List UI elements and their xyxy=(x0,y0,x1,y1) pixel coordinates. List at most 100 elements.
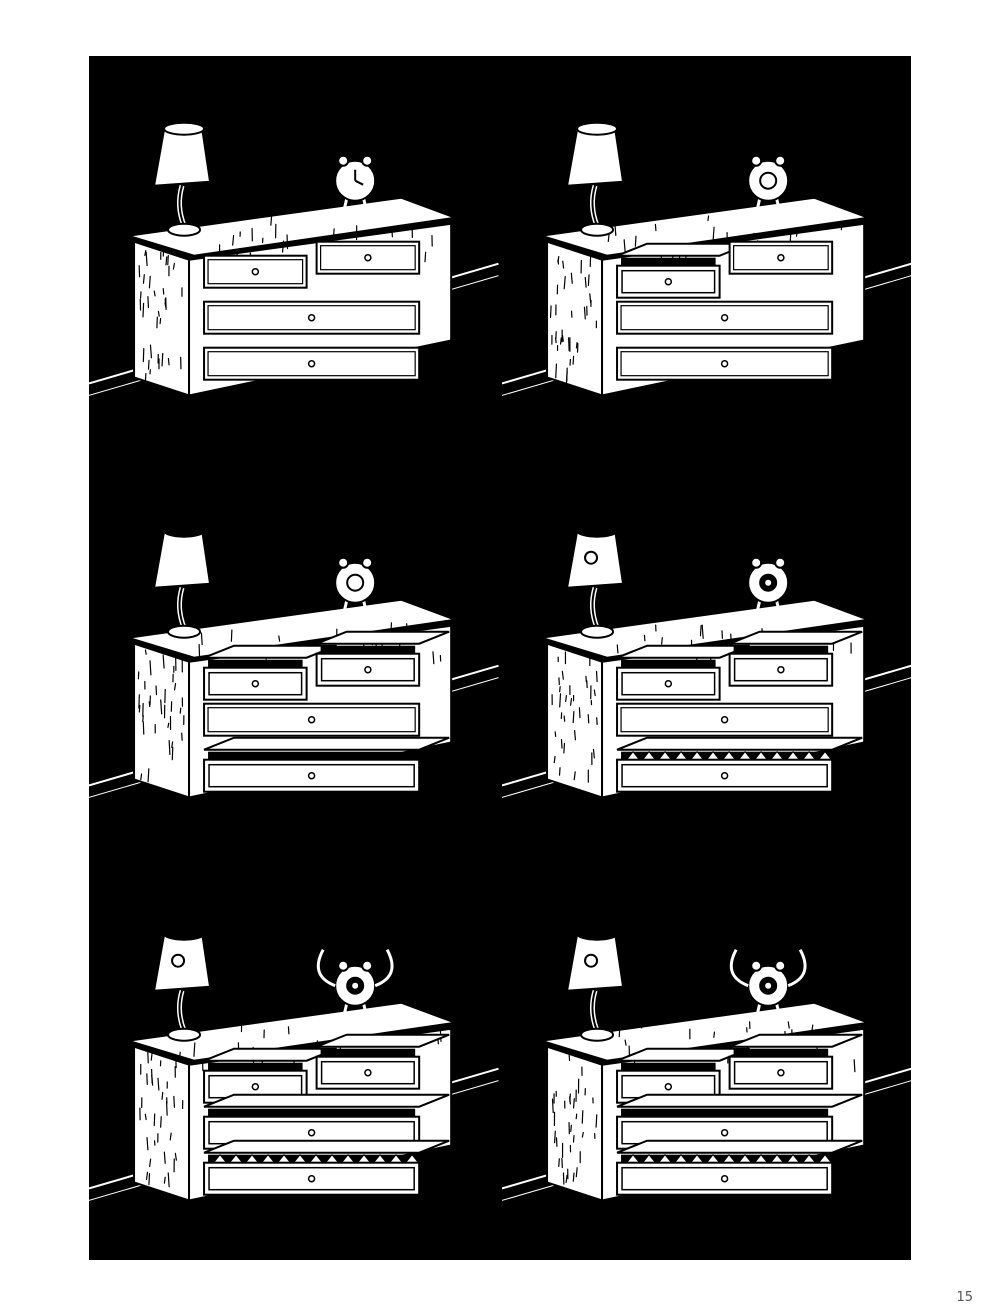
drawer xyxy=(203,737,450,794)
lamp-eye xyxy=(583,953,598,968)
drawer xyxy=(615,703,833,738)
wood-grain xyxy=(550,651,598,784)
lamp-mouth xyxy=(575,524,618,539)
page-number: 15 xyxy=(956,1290,973,1305)
lamp-mouth xyxy=(575,926,618,941)
clock-creature xyxy=(316,948,394,1028)
clock-arm xyxy=(787,948,807,987)
lamp-shade xyxy=(152,528,212,590)
comic-panel-4 xyxy=(501,458,911,858)
clock-arm xyxy=(729,948,749,987)
drawer-knob xyxy=(364,666,372,674)
drawer xyxy=(203,254,308,289)
clock-bell xyxy=(337,959,350,972)
panel-grid xyxy=(89,56,911,1260)
drawer-knob xyxy=(720,772,728,780)
drawer xyxy=(728,1033,863,1090)
drawer xyxy=(203,645,337,702)
panel-illustration xyxy=(501,926,911,1202)
clock-bell xyxy=(773,154,786,167)
drawer xyxy=(615,645,750,702)
clock-bell xyxy=(749,959,762,972)
drawer-knob xyxy=(307,313,316,322)
drawer-knob xyxy=(251,680,260,688)
clock-bell xyxy=(337,154,350,167)
drawer-knob xyxy=(364,1068,372,1077)
wood-grain xyxy=(137,649,185,783)
drawer-knob xyxy=(720,359,728,368)
drawer-knob xyxy=(664,277,672,286)
clock-bell xyxy=(773,959,786,972)
clock-bell xyxy=(749,154,762,167)
clock-arm xyxy=(316,948,336,987)
lamp-creature xyxy=(152,926,212,1042)
drawer-knob xyxy=(720,1174,728,1183)
drawer-knob xyxy=(720,313,728,322)
drawer-knob xyxy=(720,1128,728,1137)
drawer-knob xyxy=(364,253,372,262)
drawer-knob xyxy=(307,772,316,780)
drawer xyxy=(615,1047,750,1104)
panel-illustration xyxy=(501,121,911,397)
lamp-eye xyxy=(583,551,598,566)
drawer xyxy=(315,240,421,275)
lamp-mouth xyxy=(163,121,206,136)
clock-arm xyxy=(374,948,394,987)
drawer xyxy=(203,703,421,738)
drawer xyxy=(315,631,450,688)
lamp-mouth xyxy=(163,926,206,941)
clock-pupil xyxy=(764,177,771,184)
drawer xyxy=(615,300,833,335)
dresser-top xyxy=(127,1001,456,1062)
drawer xyxy=(615,346,833,381)
lamp-eye xyxy=(171,953,186,968)
comic-panel-6 xyxy=(501,860,911,1260)
drawer-knob xyxy=(664,1082,672,1091)
drawer-knob xyxy=(307,1174,316,1183)
drawer xyxy=(203,1139,450,1196)
dresser-side xyxy=(133,240,191,397)
drawer xyxy=(728,631,863,688)
drawer-knob xyxy=(776,666,785,674)
panel-illustration xyxy=(501,524,911,800)
lamp-mouth xyxy=(575,121,618,136)
comic-panel-1 xyxy=(89,56,499,456)
dresser-top xyxy=(540,196,869,257)
wood-grain xyxy=(551,1052,597,1185)
lamp-creature xyxy=(152,524,212,640)
clock-creature xyxy=(746,557,789,626)
drawer-knob xyxy=(251,267,260,276)
dresser-top xyxy=(127,196,456,257)
panel-illustration xyxy=(89,524,499,800)
wood-grain xyxy=(139,1049,184,1188)
drawer xyxy=(315,1033,450,1090)
lamp-creature xyxy=(152,121,212,237)
drawer-knob xyxy=(307,359,316,368)
panel-illustration xyxy=(89,926,499,1202)
clock-bell xyxy=(337,557,350,570)
clock-pupil xyxy=(764,982,771,989)
clock-bell xyxy=(361,959,374,972)
drawer-knob xyxy=(664,680,672,688)
drawer-knob xyxy=(251,1082,260,1091)
drawer xyxy=(615,242,750,299)
drawer-knob xyxy=(307,1128,316,1137)
clock-bell xyxy=(361,154,374,167)
drawer-knob xyxy=(776,253,785,262)
clock-creature xyxy=(729,948,807,1028)
clock-creature xyxy=(746,154,789,224)
comic-panel-2 xyxy=(501,56,911,456)
lamp-creature xyxy=(565,524,624,640)
drawer xyxy=(203,346,421,381)
panel-illustration xyxy=(89,121,499,397)
drawer xyxy=(615,737,863,794)
drawer-knob xyxy=(720,716,728,724)
drawer-knob xyxy=(307,716,316,724)
dresser-top xyxy=(127,599,456,660)
drawer xyxy=(203,300,421,335)
dresser-top xyxy=(540,599,869,660)
drawer-knob xyxy=(776,1068,785,1077)
lamp-mouth xyxy=(163,524,206,539)
clock-creature xyxy=(334,154,377,224)
